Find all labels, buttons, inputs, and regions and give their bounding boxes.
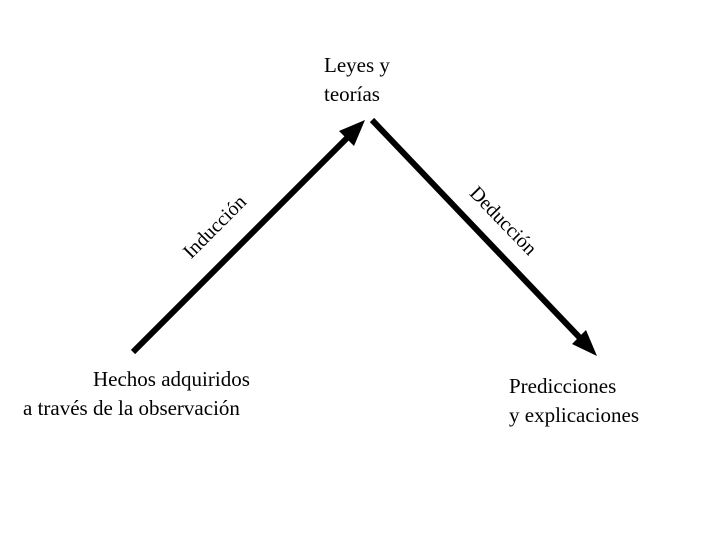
top-node-label: Leyes y teorías xyxy=(324,51,390,109)
top-node-label-line1: Leyes y xyxy=(324,53,390,77)
induccion-arrow xyxy=(130,120,365,355)
top-node-label-line2: teorías xyxy=(324,82,380,106)
right-node-label: Predicciones y explicaciones xyxy=(509,372,639,430)
right-node-label-line1: Predicciones xyxy=(509,374,617,398)
left-node-label-line1: Hechos adquiridos xyxy=(93,367,250,391)
deduccion-arrow xyxy=(369,117,597,356)
left-node-label-line2: a través de la observación xyxy=(23,396,240,420)
right-node-label-line2: y explicaciones xyxy=(509,403,640,427)
